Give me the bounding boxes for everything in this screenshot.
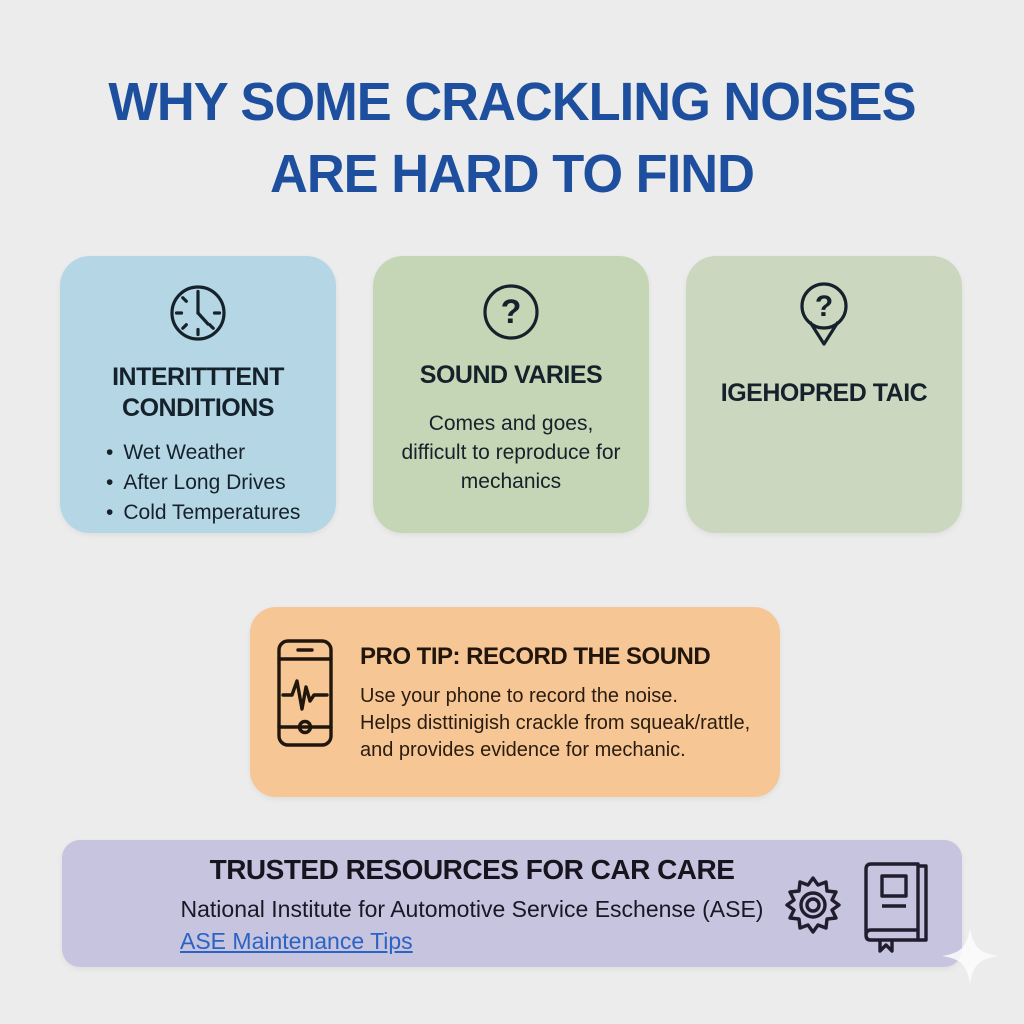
clock-icon (80, 278, 316, 348)
bullet-item: After Long Drives (106, 468, 316, 498)
pro-tip-body-line: and provides evidence for mechanic. (360, 739, 686, 761)
gear-icon (780, 871, 846, 937)
card-heading: SOUND VARIES (419, 361, 603, 389)
card-intermittent-conditions: INTERITTTENT CONDITIONS Wet Weather Afte… (60, 256, 336, 533)
card-sound-varies: ? SOUND VARIES Comes and goes, difficult… (373, 256, 649, 533)
pro-tip-body-line: Helps disttinigish crackle from squeak/r… (360, 712, 751, 734)
pro-tip-panel: PRO TIP: RECORD THE SOUND Use your phone… (250, 607, 780, 797)
bullet-list: Wet Weather After Long Drives Cold Tempe… (80, 438, 316, 528)
sparkle-icon (942, 928, 998, 984)
page-title-line2: ARE HARD TO FIND (269, 144, 755, 204)
resources-icons (780, 854, 934, 954)
pro-tip-text: PRO TIP: RECORD THE SOUND Use your phone… (360, 635, 750, 764)
resources-heading: TRUSTED RESOURCES FOR CAR CARE (209, 854, 735, 885)
bullet-item: Cold Temperatures (106, 498, 316, 528)
page-title: WHY SOME CRACKLING NOISES ARE HARD TO FI… (15, 66, 1008, 210)
ase-maintenance-tips-link[interactable]: ASE Maintenance Tips (180, 928, 413, 954)
reason-cards-row: INTERITTTENT CONDITIONS Wet Weather Afte… (60, 256, 962, 533)
book-icon (858, 854, 934, 954)
resources-body: National Institute for Automotive Servic… (180, 896, 764, 922)
card-heading: INTERITTTENT CONDITIONS (112, 363, 284, 422)
pro-tip-body: Use your phone to record the noise. Help… (360, 683, 750, 764)
trusted-resources-bar: TRUSTED RESOURCES FOR CAR CARE National … (62, 840, 962, 967)
card-body: Comes and goes, difficult to reproduce f… (401, 412, 621, 493)
question-pin-icon: ? (706, 278, 942, 368)
resources-text: TRUSTED RESOURCES FOR CAR CARE National … (122, 854, 822, 955)
svg-text:?: ? (501, 293, 522, 331)
bullet-item: Wet Weather (106, 438, 316, 468)
pro-tip-body-line: Use your phone to record the noise. (360, 685, 678, 707)
phone-recording-icon (276, 637, 334, 749)
card-hard-to-locate: ? IGEHOPRED TAIC (686, 256, 962, 533)
pro-tip-heading: PRO TIP: RECORD THE SOUND (360, 643, 711, 670)
question-circle-icon: ? (393, 278, 629, 346)
card-heading: IGEHOPRED TAIC (720, 379, 928, 407)
page-title-line1: WHY SOME CRACKLING NOISES (108, 72, 916, 132)
svg-text:?: ? (815, 290, 833, 323)
